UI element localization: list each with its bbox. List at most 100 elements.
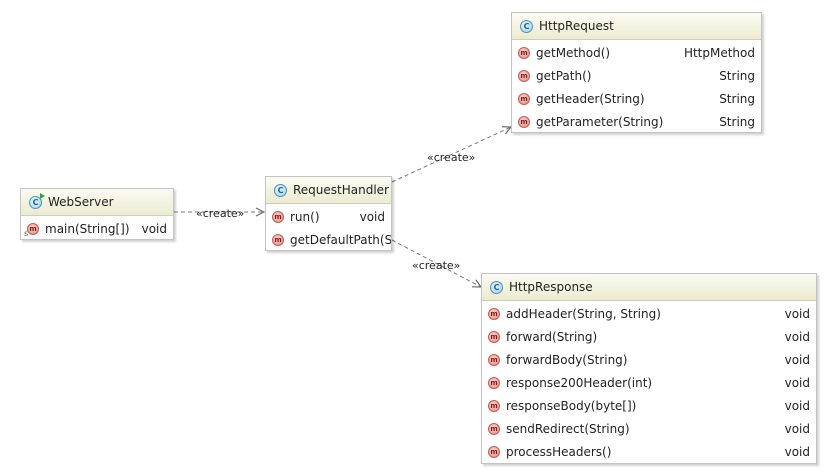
method-row[interactable]: m processHeaders() void (482, 440, 816, 463)
method-return-type: void (784, 375, 810, 390)
method-glyph: m (274, 235, 282, 244)
method-list: m run() void m getDefaultPath(Str (266, 204, 391, 250)
method-glyph: m (490, 355, 498, 364)
method-signature: run() (290, 209, 320, 224)
method-row[interactable]: m run() void (266, 205, 391, 228)
edge-label-create-1: «create» (196, 207, 244, 220)
class-name: HttpResponse (509, 280, 593, 294)
method-signature: processHeaders() (506, 444, 612, 459)
method-signature: getPath() (536, 68, 592, 83)
class-runnable-icon: C (29, 192, 45, 209)
method-glyph: m (490, 401, 498, 410)
method-glyph: m (520, 48, 528, 57)
method-signature: getParameter(String) (536, 114, 664, 129)
method-icon: m s (24, 222, 39, 238)
method-signature: getDefaultPath(Str (290, 232, 391, 247)
method-return-type: HttpMethod (683, 45, 755, 60)
edge-label-create-3: «create» (412, 259, 460, 272)
method-icon: m (488, 422, 500, 435)
method-row[interactable]: m getPath() String (512, 64, 761, 87)
method-icon: m (488, 353, 500, 366)
method-return-type: String (719, 91, 755, 106)
method-row[interactable]: m response200Header(int) void (482, 371, 816, 394)
class-header[interactable]: C RequestHandler (266, 177, 391, 204)
class-glyph: C (32, 197, 39, 207)
class-httprequest[interactable]: C HttpRequest m getMethod() HttpMethod m… (511, 12, 762, 133)
edge-webserver-requesthandler[interactable]: «create» (174, 207, 264, 220)
method-signature: main(String[]) (45, 221, 130, 236)
class-name: WebServer (48, 195, 114, 209)
method-return-type: void (784, 306, 810, 321)
method-signature: forwardBody(String) (506, 352, 628, 367)
method-row[interactable]: m sendRedirect(String) void (482, 417, 816, 440)
method-glyph: m (29, 224, 37, 233)
method-return-type: void (784, 329, 810, 344)
method-signature: sendRedirect(String) (506, 421, 630, 436)
method-list: m getMethod() HttpMethod m getPath() Str… (512, 40, 761, 132)
class-glyph: C (493, 282, 500, 292)
method-glyph: m (490, 332, 498, 341)
class-requesthandler[interactable]: C RequestHandler m run() void m getDefau… (265, 176, 392, 251)
method-glyph: m (490, 447, 498, 456)
method-glyph: m (274, 212, 282, 221)
edge-requesthandler-httpresponse[interactable]: «create» (391, 239, 481, 287)
method-icon: m (518, 69, 530, 82)
method-row[interactable]: m forwardBody(String) void (482, 348, 816, 371)
method-return-type: void (141, 221, 167, 236)
method-return-type: void (784, 398, 810, 413)
method-glyph: m (490, 309, 498, 318)
runnable-arrow-icon (40, 192, 45, 199)
method-list: m addHeader(String, String) void m forwa… (482, 301, 816, 463)
class-icon: C (490, 280, 503, 294)
method-icon: m (518, 46, 530, 59)
method-row[interactable]: m addHeader(String, String) void (482, 302, 816, 325)
method-return-type: void (359, 209, 385, 224)
method-row[interactable]: m getDefaultPath(Str (266, 228, 391, 250)
method-icon: m (518, 92, 530, 105)
method-return-type: void (784, 352, 810, 367)
method-glyph: m (520, 71, 528, 80)
edge-requesthandler-httprequest[interactable]: «create» (391, 127, 511, 183)
class-webserver[interactable]: C WebServer m s main(String[]) void (20, 188, 174, 240)
method-row[interactable]: m getMethod() HttpMethod (512, 41, 761, 64)
method-row[interactable]: m getParameter(String) String (512, 110, 761, 132)
method-icon: m (488, 445, 500, 458)
edge-label-create-2: «create» (427, 151, 475, 164)
method-signature: responseBody(byte[]) (506, 398, 637, 413)
method-return-type: String (719, 114, 755, 129)
class-glyph: C (523, 21, 530, 31)
method-glyph: m (490, 378, 498, 387)
class-name: HttpRequest (539, 19, 614, 33)
method-icon: m (488, 330, 500, 343)
class-icon: C (274, 183, 287, 197)
method-signature: response200Header(int) (506, 375, 653, 390)
method-row[interactable]: m responseBody(byte[]) void (482, 394, 816, 417)
class-header[interactable]: C WebServer (21, 189, 173, 216)
method-row[interactable]: m forward(String) void (482, 325, 816, 348)
method-icon: m (488, 307, 500, 320)
class-icon: C (520, 19, 533, 33)
method-signature: getMethod() (536, 45, 611, 60)
method-return-type: void (784, 421, 810, 436)
class-name: RequestHandler (293, 183, 389, 197)
method-signature: getHeader(String) (536, 91, 645, 106)
method-glyph: m (490, 424, 498, 433)
class-header[interactable]: C HttpRequest (512, 13, 761, 40)
class-header[interactable]: C HttpResponse (482, 274, 816, 301)
method-glyph: m (520, 117, 528, 126)
method-signature: addHeader(String, String) (506, 306, 661, 321)
static-icon: s (24, 228, 29, 238)
method-signature: forward(String) (506, 329, 598, 344)
method-icon: m (488, 376, 500, 389)
method-icon: m (272, 233, 284, 246)
method-icon: m (272, 210, 284, 223)
method-icon: m (518, 115, 530, 128)
method-icon: m (488, 399, 500, 412)
class-httpresponse[interactable]: C HttpResponse m addHeader(String, Strin… (481, 273, 817, 464)
method-return-type: String (719, 68, 755, 83)
method-glyph: m (520, 94, 528, 103)
method-return-type: void (784, 444, 810, 459)
method-row[interactable]: m getHeader(String) String (512, 87, 761, 110)
method-row[interactable]: m s main(String[]) void (21, 217, 173, 239)
